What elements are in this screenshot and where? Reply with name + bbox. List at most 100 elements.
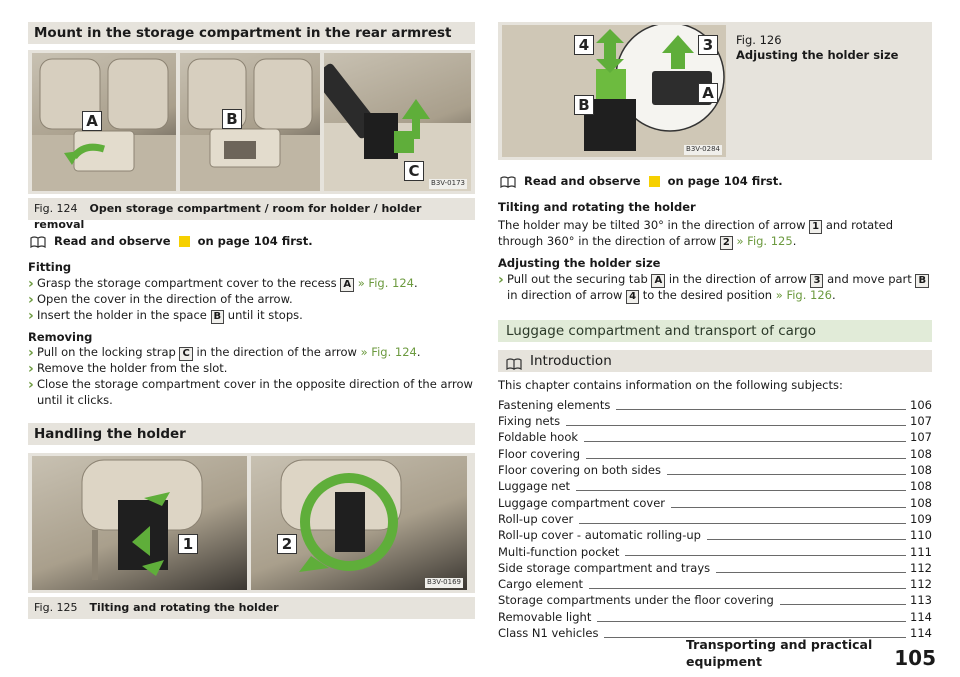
toc-leader [566, 425, 907, 427]
key-C: C [179, 347, 193, 362]
fig124-panel-c: C B3V-0173 [324, 53, 471, 191]
toc-label: Multi-function pocket [498, 544, 620, 559]
tilting-text: The holder may be tilted 30° in the dire… [498, 217, 894, 250]
section-title-luggage: Luggage compartment and transport of car… [498, 319, 932, 342]
callout-C: C [404, 161, 424, 181]
toc-label: Fastening elements [498, 397, 611, 412]
toc-row[interactable]: Multi-function pocket 111 [498, 544, 932, 560]
toc-leader [584, 441, 907, 443]
book-icon [30, 236, 46, 249]
toc-leader [779, 604, 907, 606]
toc-label: Storage compartments under the floor cov… [498, 593, 774, 608]
fig124-panel-a: A [32, 53, 176, 191]
key-2: 2 [719, 235, 733, 250]
figure-number: Fig. 126 [736, 33, 782, 47]
toc-page: 107 [910, 430, 932, 445]
read-observe-note: Read and observe on page 104 first. [500, 174, 932, 190]
fig125-caption: Fig. 125 Tilting and rotating the holder [28, 597, 475, 620]
figure-link[interactable]: » Fig. 124 [357, 275, 414, 290]
intro-title: Introduction [530, 352, 612, 369]
callout-A: A [82, 111, 102, 131]
toc-label: Fixing nets [498, 414, 561, 429]
key-1: 1 [809, 219, 823, 234]
section-title-handling: Handling the holder [28, 423, 475, 446]
callout-2: 2 [277, 534, 297, 555]
left-column: Mount in the storage compartment in the … [28, 0, 475, 620]
figure-link[interactable]: » Fig. 125 [736, 233, 793, 248]
toc-page: 108 [910, 463, 932, 478]
figure-link[interactable]: » Fig. 124 [360, 345, 417, 360]
toc-page: 110 [910, 528, 932, 543]
key-3: 3 [810, 273, 824, 288]
figure-caption-text: Tilting and rotating the holder [89, 601, 279, 615]
chapter-title: Transporting and practical equipment [686, 636, 873, 669]
page-footer: Transporting and practical equipment 105 [686, 637, 936, 671]
holder-tilt-illustration [81, 459, 203, 581]
fitting-step-2: Open the cover in the direction of the a… [28, 291, 475, 310]
toc-leader [576, 490, 907, 492]
fig124-panel-b: B [180, 53, 320, 191]
figure-link[interactable]: » Fig. 126 [775, 287, 832, 302]
toc-row[interactable]: Storage compartments under the floor cov… [498, 593, 932, 609]
adjusting-heading: Adjusting the holder size [498, 255, 661, 270]
toc-leader [589, 588, 907, 589]
toc-row[interactable]: Floor covering on both sides 108 [498, 463, 932, 479]
right-column: 4 3 B A B3V-0284 Fig. 126 Adjusting the … [498, 0, 932, 642]
fig126-panel: 4 3 B A B3V-0284 [502, 25, 726, 157]
toc-label: Luggage compartment cover [498, 495, 666, 510]
callout-3: 3 [698, 35, 718, 55]
section-title-mount: Mount in the storage compartment in the … [28, 22, 475, 44]
fig126-caption: Fig. 126 Adjusting the holder size [726, 25, 908, 157]
toc-leader [706, 539, 907, 541]
figure-caption-text: Open storage compartment / room for hold… [34, 202, 422, 231]
intro-header: Introduction [498, 349, 932, 372]
figure-125: 1 2 B3V-0169 [28, 453, 475, 594]
toc-leader [667, 473, 907, 475]
removing-heading: Removing [28, 329, 93, 344]
toc-page: 108 [910, 446, 932, 461]
toc-label: Foldable hook [498, 430, 579, 445]
figure-code: B3V-0284 [684, 145, 722, 155]
toc-label: Luggage net [498, 479, 571, 494]
toc-leader [616, 408, 907, 410]
tilting-heading: Tilting and rotating the holder [498, 199, 696, 214]
toc-label: Cargo element [498, 577, 584, 592]
toc-leader [579, 522, 907, 524]
fig125-panel-1: 1 [32, 456, 247, 591]
removing-step-3: Close the storage compartment cover in t… [28, 376, 475, 409]
toc-page: 111 [910, 544, 932, 559]
toc-page: 112 [910, 560, 932, 575]
intro-text: This chapter contains information on the… [498, 377, 843, 392]
toc-page: 113 [910, 593, 932, 608]
toc-leader [586, 457, 907, 459]
toc-page: 108 [910, 479, 932, 494]
toc-row[interactable]: Luggage net 108 [498, 479, 932, 495]
callout-4: 4 [574, 35, 594, 55]
book-icon [506, 355, 522, 370]
holder-adjust-illustration [502, 25, 726, 157]
holder-removal-illustration [324, 63, 471, 191]
toc-label: Roll-up cover [498, 511, 574, 526]
key-A: A [651, 273, 666, 288]
toc-label: Floor covering on both sides [498, 463, 661, 478]
toc-row[interactable]: Foldable hook 107 [498, 430, 932, 446]
figure-126: 4 3 B A B3V-0284 Fig. 126 Adjusting the … [498, 22, 932, 160]
key-A: A [340, 277, 355, 292]
figure-124: A B C B3V-0173 [28, 50, 475, 194]
fig125-panel-2: 2 B3V-0169 [251, 456, 467, 591]
key-B: B [210, 309, 225, 324]
callout-1: 1 [178, 534, 198, 555]
figure-code: B3V-0173 [429, 179, 467, 189]
book-icon [500, 176, 516, 189]
removing-step-1: Pull on the locking strap C in the direc… [28, 344, 475, 363]
